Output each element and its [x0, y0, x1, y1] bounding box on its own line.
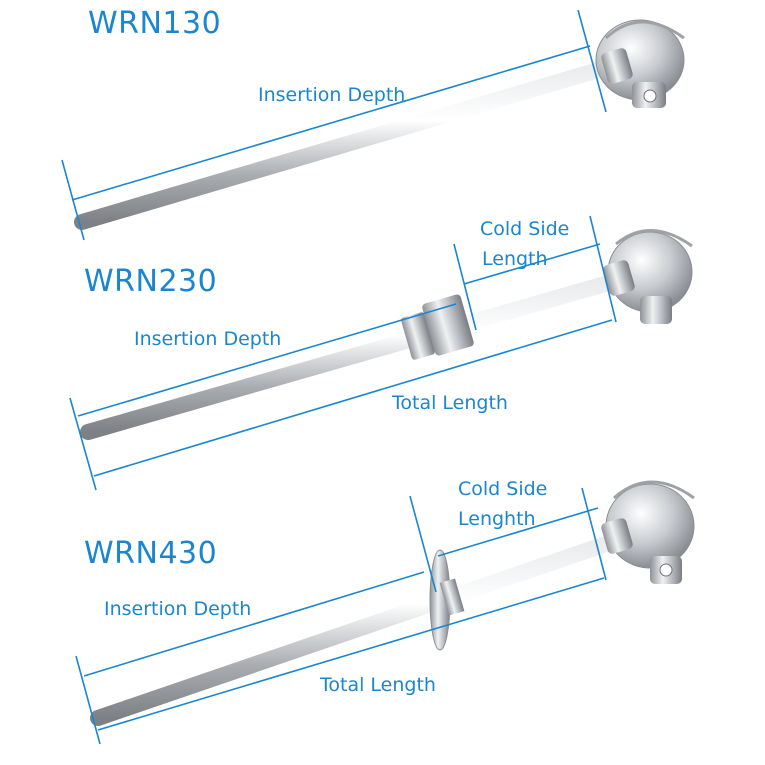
junction-box-head	[603, 229, 693, 324]
probe-rod	[80, 274, 620, 440]
insertion-depth-label-wrn430: Insertion Depth	[104, 598, 252, 620]
flange	[429, 549, 465, 651]
dimension-lines-wrn430	[75, 487, 607, 745]
junction-box-head	[595, 19, 685, 108]
probe-rod	[74, 58, 620, 230]
insertion-depth-label-wrn130: Insertion Depth	[258, 84, 406, 106]
model-title-wrn130: WRN130	[88, 6, 222, 41]
cold-side-label-wrn230-line1: Cold Side	[480, 218, 570, 240]
dimension-lines-wrn130	[61, 9, 607, 241]
junction-box-head	[601, 480, 695, 584]
model-title-wrn430: WRN430	[84, 536, 218, 571]
cold-side-label-wrn430-line2: Lenghth	[458, 508, 536, 530]
threaded-fitting	[401, 294, 474, 360]
probe-rod	[90, 534, 620, 726]
total-length-label-wrn430: Total Length	[320, 674, 436, 696]
total-length-label-wrn230: Total Length	[392, 392, 508, 414]
cold-side-label-wrn430-line1: Cold Side	[458, 478, 548, 500]
insertion-depth-label-wrn230: Insertion Depth	[134, 328, 282, 350]
cold-side-label-wrn230-line2: Length	[482, 248, 548, 270]
model-title-wrn230: WRN230	[84, 264, 218, 299]
probe-wrn130	[74, 19, 685, 230]
dimension-lines-wrn230	[69, 215, 617, 491]
